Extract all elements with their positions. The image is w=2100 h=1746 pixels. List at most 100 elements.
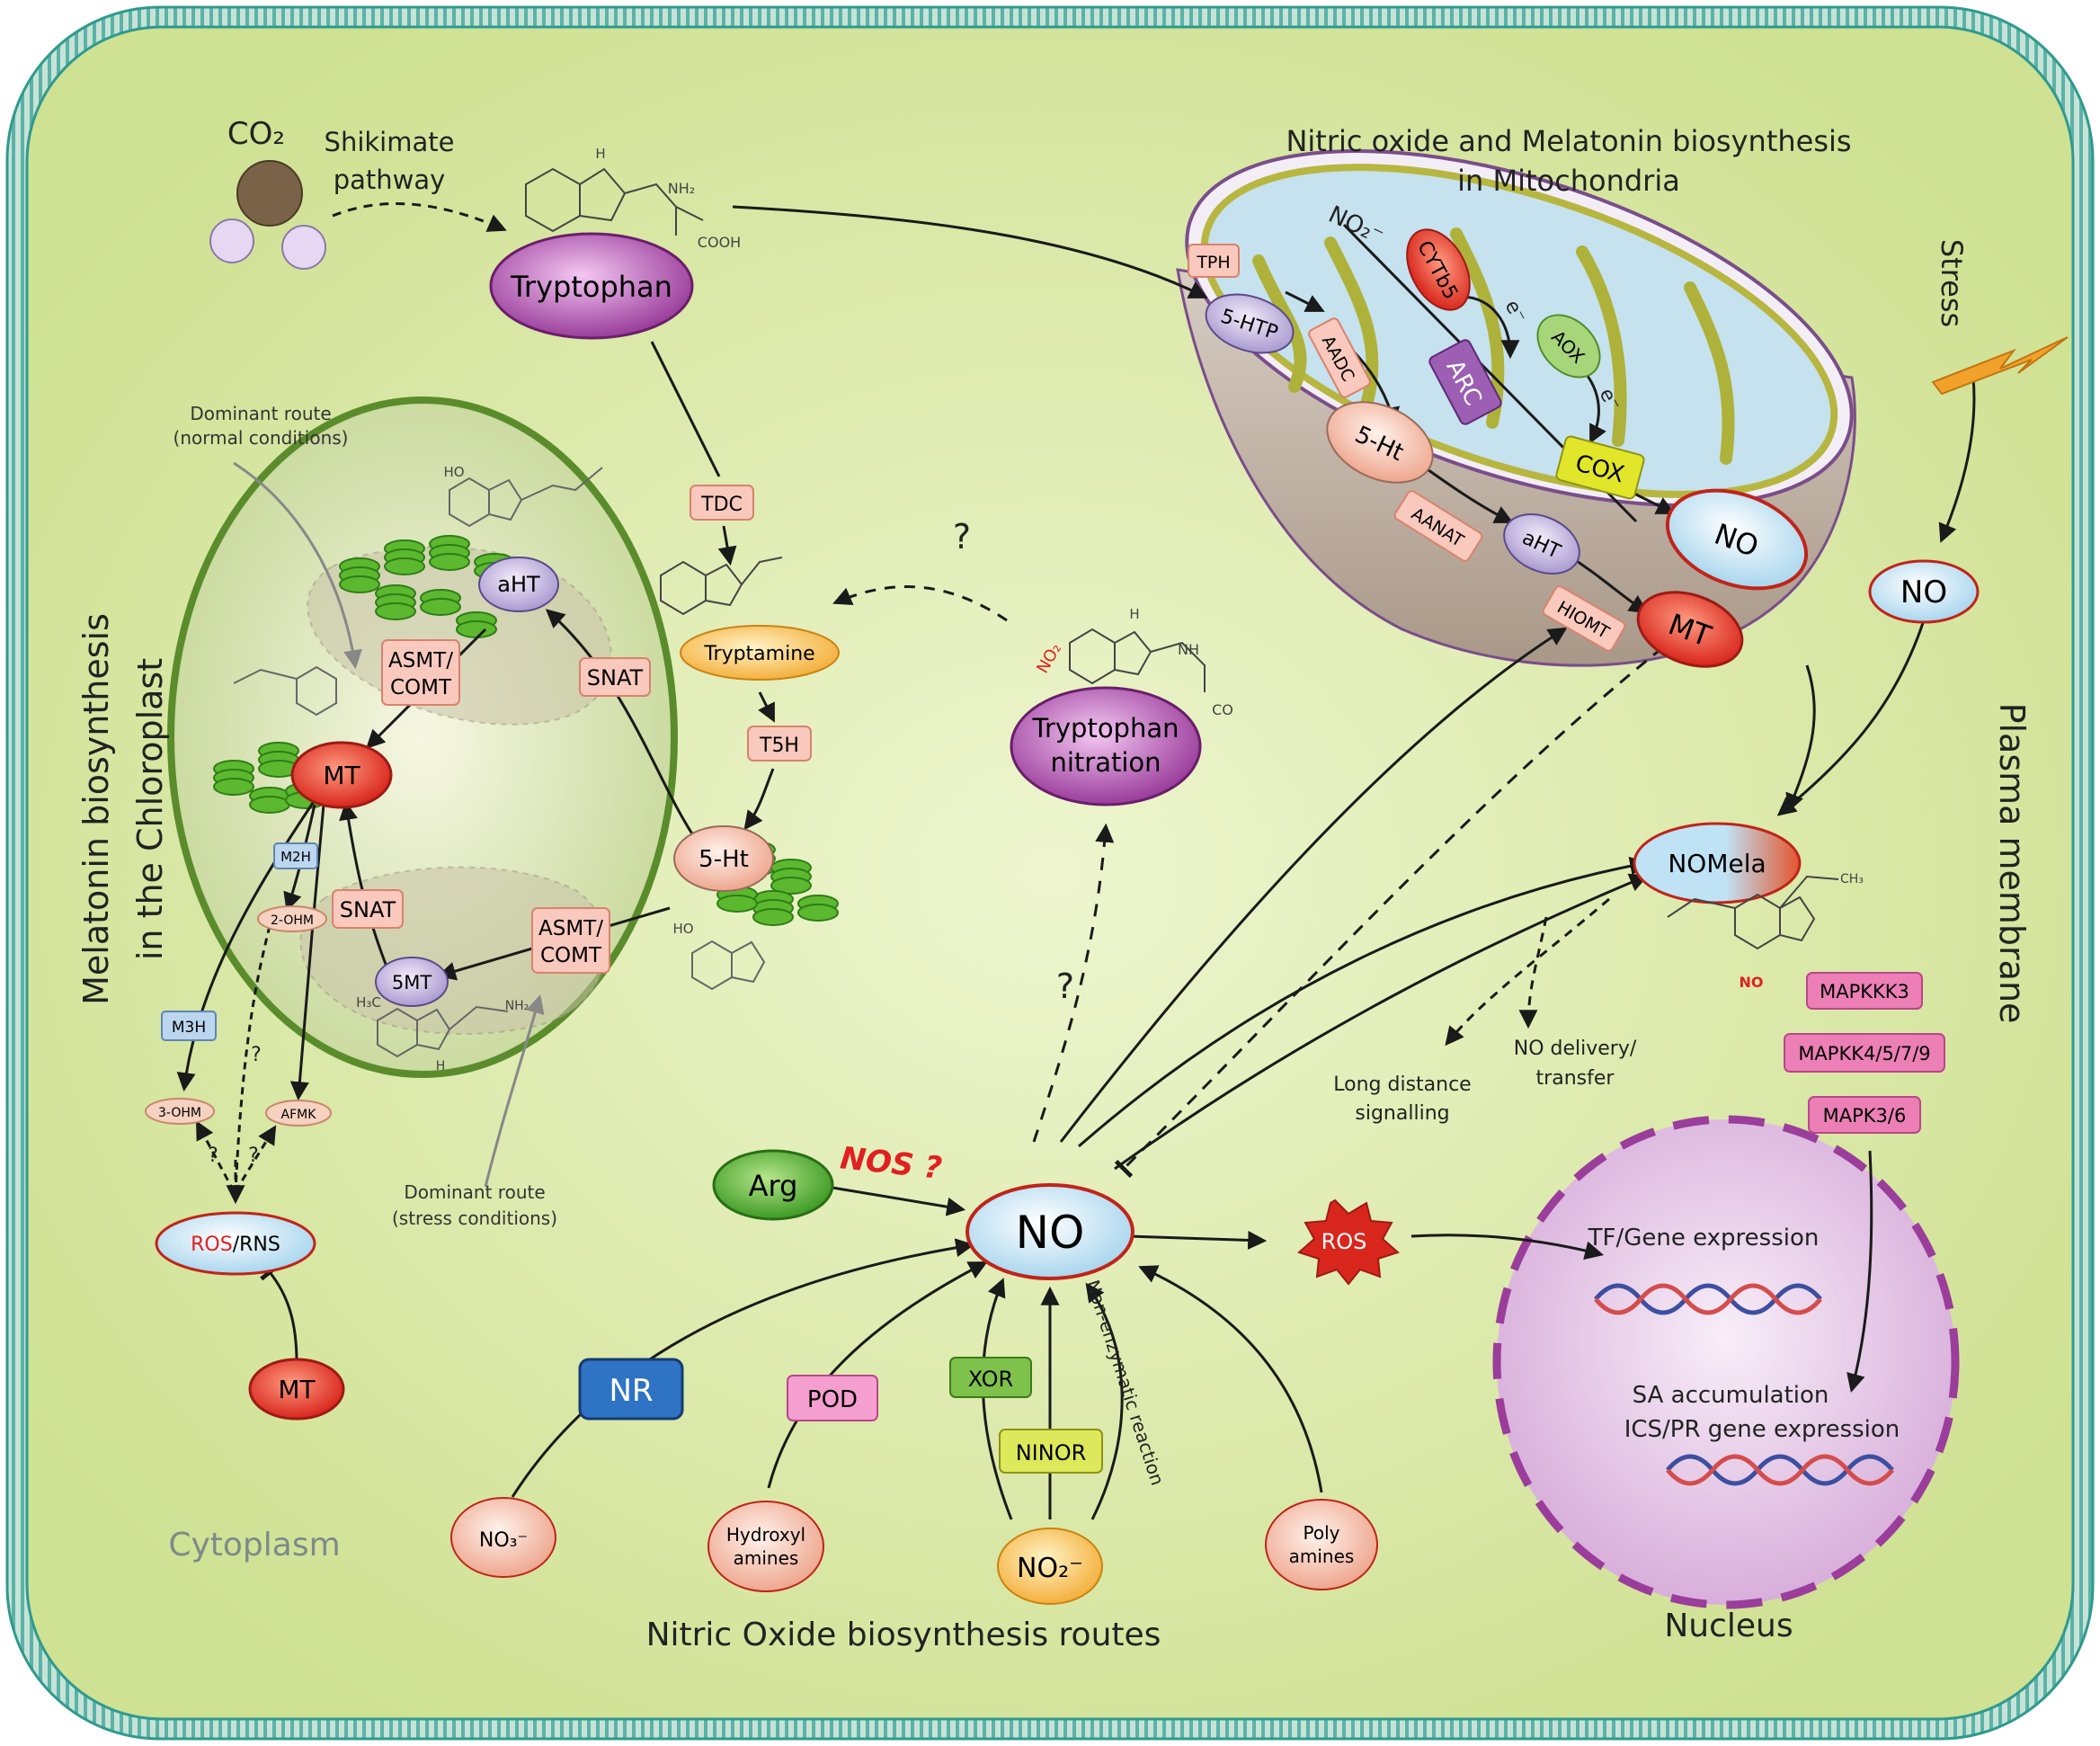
metabolite-3-ohm: 3-OHM — [145, 1098, 215, 1125]
svg-text:Tryptophan: Tryptophan — [510, 270, 672, 304]
enzyme-arc: ARC — [1428, 339, 1502, 425]
svg-text:ASMT/: ASMT/ — [388, 649, 453, 673]
svg-text:POD: POD — [807, 1386, 858, 1413]
svg-text:SNAT: SNAT — [587, 665, 644, 690]
dominant-normal-label-2: (normal conditions) — [174, 427, 349, 449]
no-node-right: NO — [1868, 559, 1980, 624]
chloro-ho-label: HO — [443, 464, 464, 480]
metabolite-afmk: AFMK — [265, 1100, 332, 1127]
svg-text:TPH: TPH — [1196, 253, 1230, 272]
five-ht-node-mito: 5-Ht — [1326, 401, 1434, 484]
co2-molecule-icon — [209, 160, 326, 270]
nitro-tryptophan-structure-icon — [1069, 628, 1206, 692]
aht-node: aHT — [478, 557, 559, 612]
svg-text:3-OHM: 3-OHM — [158, 1106, 201, 1120]
svg-text:MT: MT — [323, 761, 360, 790]
svg-text:NR: NR — [609, 1373, 653, 1409]
no-delivery-label: NO delivery/ — [1514, 1038, 1637, 1060]
dominant-stress-label: Dominant route — [404, 1181, 545, 1203]
melatonin-structure-icon — [1667, 875, 1839, 950]
mapk-box: MAPK3/6 — [1808, 1096, 1921, 1134]
enzyme-cox: COX — [1555, 435, 1645, 500]
five-htp-node-mito: 5-HTP — [1205, 293, 1295, 354]
tryptamine-node: Tryptamine — [680, 625, 840, 681]
tryptophan-nitration-node: Tryptophan nitration — [1010, 686, 1202, 806]
mt-node-chloroplast: MT — [290, 741, 393, 809]
tryptophan-node: Tryptophan — [489, 232, 694, 340]
polyamines-node: Poly amines — [1265, 1499, 1378, 1590]
svg-text:amines: amines — [734, 1547, 799, 1569]
svg-text:MAPKKK3: MAPKKK3 — [1820, 981, 1909, 1002]
mito-title: Nitric oxide and Melatonin biosynthesis — [1286, 124, 1851, 158]
svg-text:SNAT: SNAT — [340, 897, 396, 922]
dna-helix-icon — [1594, 1283, 1822, 1315]
question-mark-nitration-bottom: ? — [1056, 967, 1074, 1006]
chloroplast-title: Melatonin biosynthesis — [76, 613, 116, 1005]
enzyme-ninor: NINOR — [999, 1429, 1103, 1474]
dominant-stress-label-2: (stress conditions) — [392, 1207, 557, 1229]
chloroplast-title-2: in the Chloroplast — [130, 658, 170, 960]
arrows — [176, 202, 1976, 1520]
svg-text:NINOR: NINOR — [1016, 1440, 1087, 1465]
enzyme-m3h: M3H — [161, 1011, 217, 1041]
mt-node-bottom: MT — [248, 1358, 345, 1421]
dna-helix-icon — [1666, 1454, 1894, 1486]
svg-text:NOMela: NOMela — [1668, 849, 1766, 878]
plasma-membrane-label: Plasma membrane — [1992, 703, 2032, 1024]
chloro-ho-label-2: HO — [672, 921, 693, 937]
nomela-node: NOMela — [1633, 822, 1802, 904]
svg-text:MAPKK4/5/7/9: MAPKK4/5/7/9 — [1798, 1043, 1930, 1065]
dominant-normal-label: Dominant route — [190, 403, 331, 424]
svg-text:NO: NO — [1016, 1207, 1085, 1259]
metabolite-2-ohm: 2-OHM — [257, 905, 327, 932]
chloro-h3c-label: H₃C — [356, 994, 381, 1011]
svg-text:NO₂⁻: NO₂⁻ — [1017, 1553, 1083, 1584]
enzyme-t5h: T5H — [747, 726, 812, 762]
svg-text:Hydroxyl: Hydroxyl — [726, 1524, 805, 1546]
svg-text:COMT: COMT — [540, 944, 602, 967]
enzyme-aox: AOX — [1536, 314, 1601, 379]
enzyme-pod: POD — [787, 1375, 878, 1421]
svg-text:5MT: 5MT — [392, 972, 432, 993]
arg-node: Arg — [712, 1149, 834, 1221]
aht-node-mito: aHT — [1503, 513, 1580, 575]
nitration-h-label: H — [1129, 606, 1139, 622]
mapkk-box: MAPKK4/5/7/9 — [1784, 1033, 1945, 1073]
enzyme-cytb5: CYTb5 — [1406, 228, 1471, 311]
enzyme-tdc: TDC — [690, 485, 754, 521]
co2-label: CO₂ — [227, 116, 285, 152]
mt-node-mito: MT — [1636, 591, 1744, 668]
no-node-mito: NO — [1665, 488, 1809, 591]
svg-text:2-OHM: 2-OHM — [271, 913, 314, 928]
enzyme-xor: XOR — [949, 1357, 1032, 1398]
nomela-no-label: NO — [1740, 974, 1764, 991]
tryptamine-structure-icon — [660, 557, 783, 616]
svg-text:5-Ht: 5-Ht — [699, 846, 749, 873]
svg-text:NO: NO — [1900, 575, 1947, 610]
svg-text:ASMT/: ASMT/ — [538, 917, 603, 940]
long-distance-label-2: signalling — [1355, 1102, 1449, 1125]
grey-arrows — [233, 461, 545, 1188]
five-ht-node: 5-Ht — [673, 825, 774, 892]
five-mt-node: 5MT — [375, 957, 449, 1007]
indole-structure-icon — [525, 167, 704, 236]
nomela-ch3-label: CH₃ — [1840, 872, 1864, 886]
hydroxylamines-node: Hydroxyl amines — [707, 1501, 824, 1592]
svg-text:XOR: XOR — [968, 1367, 1013, 1392]
no-delivery-label-2: transfer — [1536, 1067, 1615, 1090]
long-distance-label: Long distance — [1333, 1073, 1471, 1096]
svg-text:aHT: aHT — [497, 572, 540, 597]
svg-text:MAPK3/6: MAPK3/6 — [1823, 1105, 1907, 1127]
svg-text:M2H: M2H — [280, 849, 311, 865]
nitration-co-label: CO — [1212, 701, 1233, 718]
svg-text:Poly: Poly — [1304, 1522, 1340, 1544]
chloroplast-structure-icons — [233, 467, 766, 1058]
question-mark-chloro-1: ? — [251, 1044, 262, 1066]
ros-rns-node: ROS/RNS — [155, 1211, 316, 1276]
tf-gene-label: TF/Gene expression — [1588, 1225, 1820, 1252]
svg-text:amines: amines — [1289, 1546, 1355, 1567]
sa-accumulation-label: SA accumulation — [1633, 1382, 1829, 1409]
chloro-h-label: H — [436, 1059, 446, 1073]
enzyme-tph: TPH — [1188, 244, 1240, 278]
